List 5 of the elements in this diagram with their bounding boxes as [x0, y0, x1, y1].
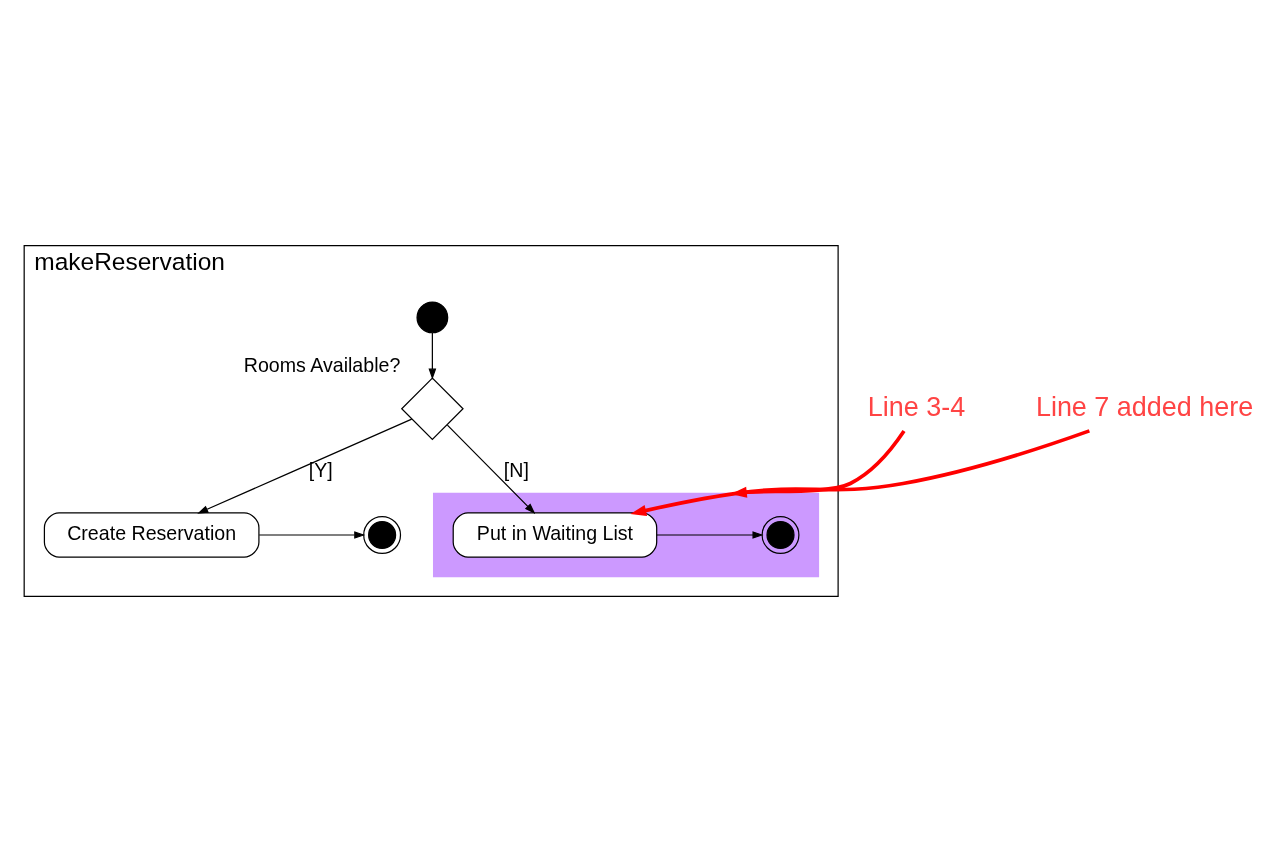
node-label: Rooms Available?: [243, 353, 401, 376]
edge-label: [Y]: [308, 459, 333, 482]
edge-label: [N]: [503, 459, 529, 482]
node-text: Line 3-4: [867, 391, 966, 422]
node-text: Line 7 added here: [1035, 391, 1254, 422]
